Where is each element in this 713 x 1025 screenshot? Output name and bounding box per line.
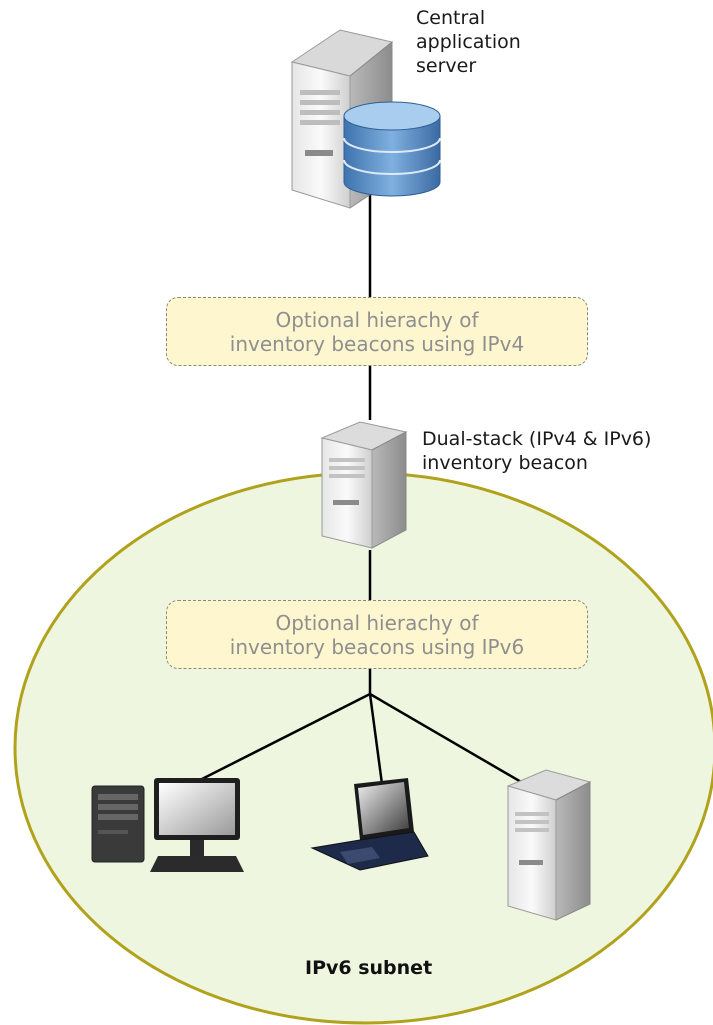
ipv4-hierarchy-box: Optional hierachy of inventory beacons u… — [166, 297, 588, 366]
connector-lines — [199, 195, 529, 788]
desktop-computer-icon — [91, 778, 244, 872]
dual-stack-beacon-label-line-2: inventory beacon — [422, 452, 588, 474]
ipv4-hierarchy-line-1: Optional hierachy of — [275, 307, 479, 332]
dual-stack-beacon-label-line-1: Dual-stack (IPv4 & IPv6) — [422, 428, 652, 450]
ipv6-subnet-label: IPv6 subnet — [305, 957, 433, 979]
central-server-label-line-3: server — [416, 55, 477, 77]
laptop-icon — [310, 778, 429, 871]
database-icon — [343, 101, 441, 197]
dual-stack-beacon-server-icon — [320, 421, 408, 549]
ipv4-hierarchy-line-2: inventory beacons using IPv4 — [229, 331, 525, 356]
central-server-label-line-2: application — [416, 31, 521, 53]
ipv6-subnet-area — [13, 471, 713, 1025]
central-server-label-line-1: Central — [416, 7, 486, 29]
ipv6-hierarchy-box: Optional hierachy of inventory beacons u… — [166, 600, 588, 669]
dual-stack-beacon-label: Dual-stack (IPv4 & IPv6) inventory beaco… — [422, 427, 651, 475]
ipv6-hierarchy-line-1: Optional hierachy of — [275, 610, 479, 635]
subnet-server-icon — [506, 769, 592, 921]
ipv6-hierarchy-line-2: inventory beacons using IPv6 — [229, 634, 525, 659]
central-server-label: Central application server — [416, 6, 521, 78]
